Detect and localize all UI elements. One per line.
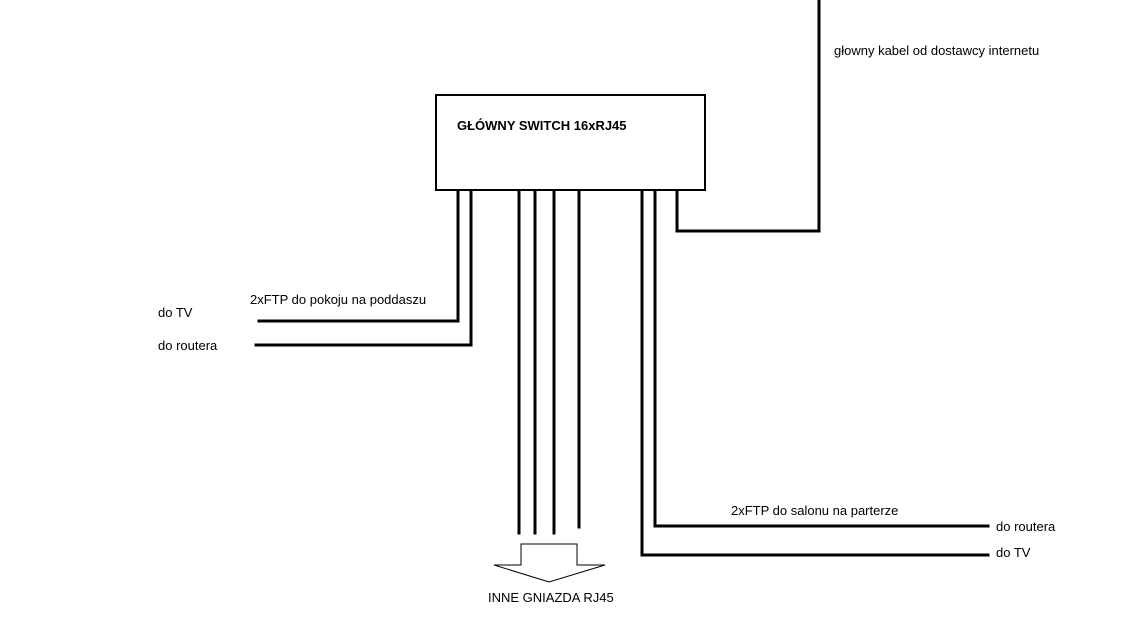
main-switch-box: GŁÓWNY SWITCH 16xRJ45 bbox=[435, 94, 706, 191]
living-router-label: do routera bbox=[996, 519, 1056, 534]
attic-tv-label: do TV bbox=[158, 305, 193, 320]
switch-title: GŁÓWNY SWITCH 16xRJ45 bbox=[457, 118, 627, 133]
attic-router-label: do routera bbox=[158, 338, 218, 353]
down-arrow-icon bbox=[493, 543, 606, 583]
living-tv-label: do TV bbox=[996, 545, 1031, 560]
isp-cable-label: głowny kabel od dostawcy internetu bbox=[834, 43, 1040, 58]
living-cable-label: 2xFTP do salonu na parterze bbox=[731, 503, 899, 518]
isp-cable-line bbox=[675, 0, 821, 233]
living-router-line bbox=[653, 187, 990, 528]
attic-router-line bbox=[254, 187, 473, 347]
attic-tv-line bbox=[257, 187, 460, 323]
attic-cable-label: 2xFTP do pokoju na poddaszu bbox=[250, 292, 427, 307]
living-tv-line bbox=[640, 187, 990, 557]
other-sockets-label: INNE GNIAZDA RJ45 bbox=[488, 590, 614, 605]
